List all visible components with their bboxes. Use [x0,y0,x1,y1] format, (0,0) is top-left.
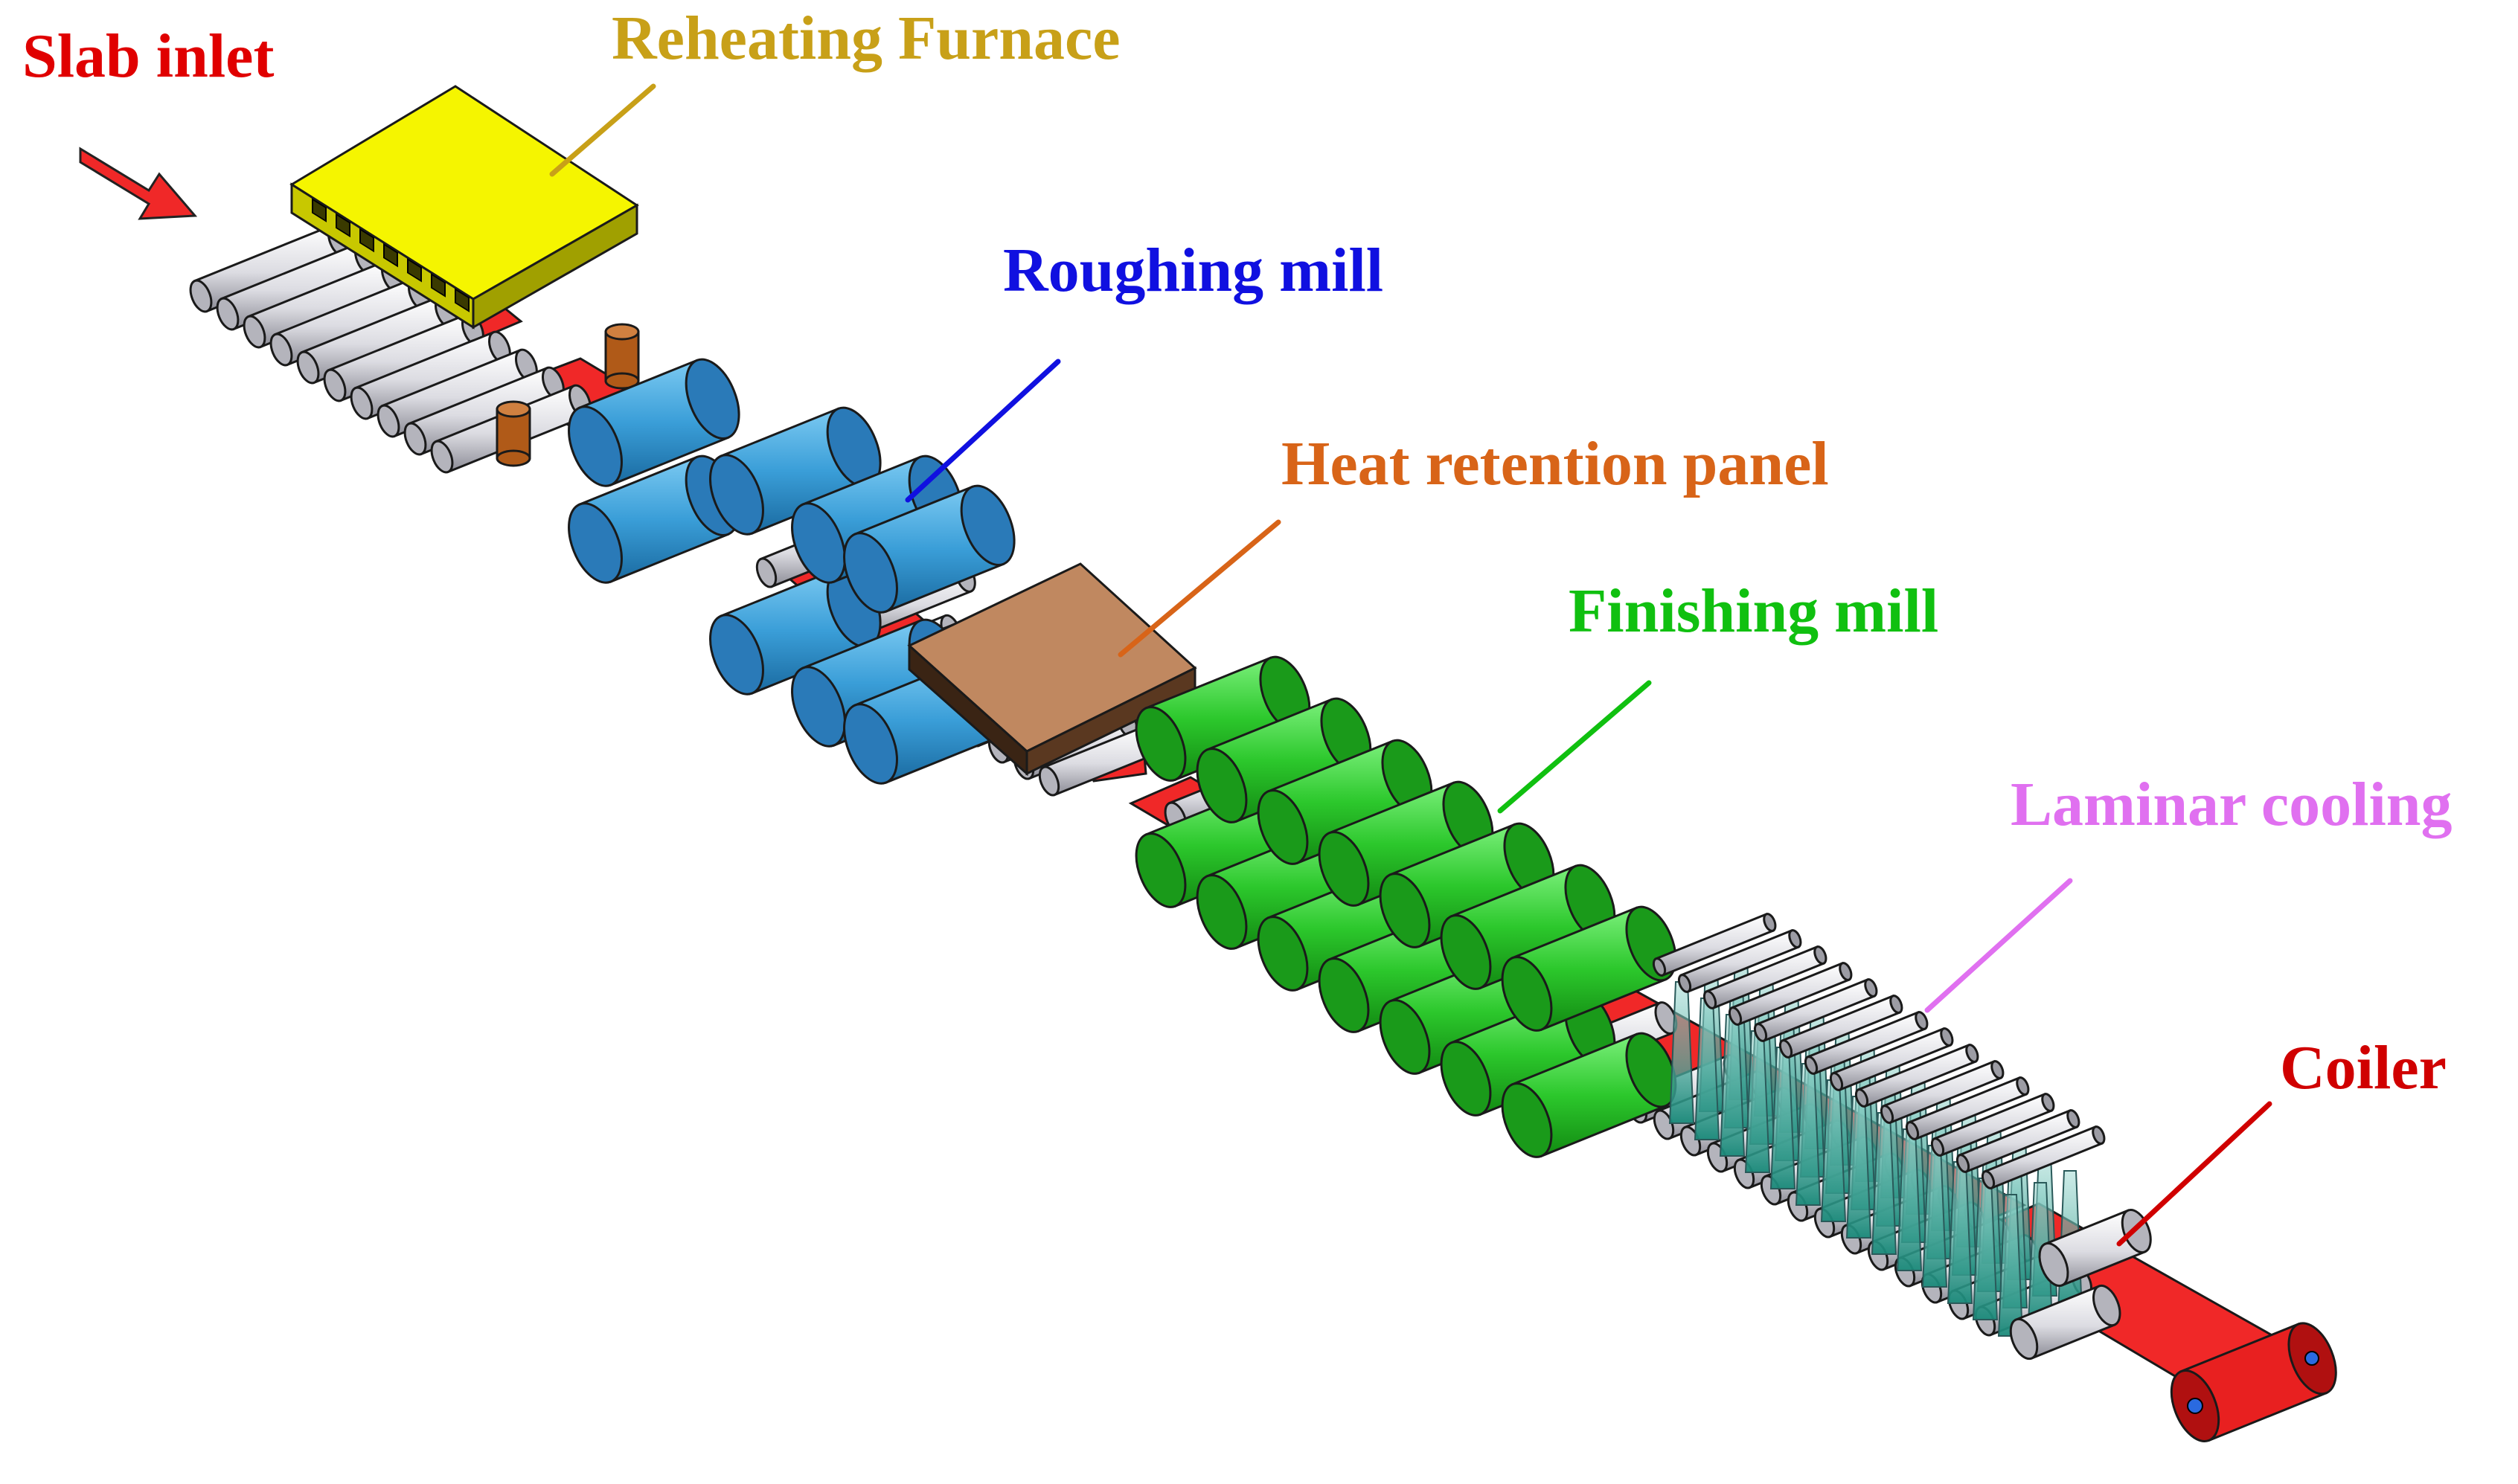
coiler-shaft-end [2187,1398,2203,1414]
cooling-header [1753,977,1878,1043]
cooling-header [1854,1043,1979,1108]
finishing-work-roll-top [1501,905,1677,1032]
roughing-mill-leader [905,359,1061,503]
cooling-header [1728,961,1853,1027]
pinch-roll-bottom [2009,1284,2121,1361]
cooling-header [1981,1125,2106,1190]
cooling-header [1677,928,1802,994]
cooling-spray [1668,981,1695,1124]
cooling-header [1955,1108,2080,1174]
cooling-header [1652,912,1777,977]
reheating-furnace-leader [549,83,656,177]
cooling-header [1930,1092,2055,1157]
furnace-door [359,228,374,253]
furnace-door [431,273,446,298]
cooling-header [1880,1059,2005,1125]
roughing-work-roll-top [843,484,1016,614]
edger-roll [496,400,531,467]
cooling-header [1905,1076,2030,1141]
reheating-furnace-label: Reheating Furnace [612,4,1121,73]
furnace-side-face [472,203,638,330]
equipment-front [568,358,2337,1442]
cooling-header [1804,1010,1929,1076]
coiler-label: Coiler [2280,1033,2447,1102]
furnace-door [336,213,350,238]
finishing-work-roll-top [1440,864,1616,990]
coiler-shaft-end [2304,1351,2319,1366]
laminar-cooling-leader [1924,878,2073,1013]
furnace-door [312,198,327,222]
red-arrow-icon [79,147,198,220]
cooling-header [1829,1027,1954,1092]
pinch-roll-top [2038,1209,2152,1287]
edger-roll [604,323,640,390]
furnace-door [383,242,398,268]
finishing-work-roll-top [1135,655,1311,782]
leader-lines [549,83,2272,1247]
entry-table-roll [403,366,565,456]
finishing-mill-label: Finishing mill [1569,576,1939,646]
roughing-mill-label: Roughing mill [1003,236,1384,305]
furnace-door [455,288,470,312]
heat-retention-panel-leader [1118,519,1281,658]
coiler-leader [2116,1101,2272,1247]
roughing-work-roll-top [568,358,740,487]
cooling-header [1702,945,1827,1010]
heat-retention-panel-label: Heat retention panel [1281,429,1829,498]
finishing-mill-leader [1497,680,1652,814]
furnace-door [407,258,422,283]
laminar-cooling-label: Laminar cooling [2011,770,2453,839]
slab-inlet-label: Slab inlet [22,22,275,91]
finishing-work-roll-bottom [1501,1032,1677,1158]
roughing-work-roll-top [709,406,882,536]
finishing-work-roll-top [1257,739,1433,865]
cooling-header [1778,994,1903,1059]
